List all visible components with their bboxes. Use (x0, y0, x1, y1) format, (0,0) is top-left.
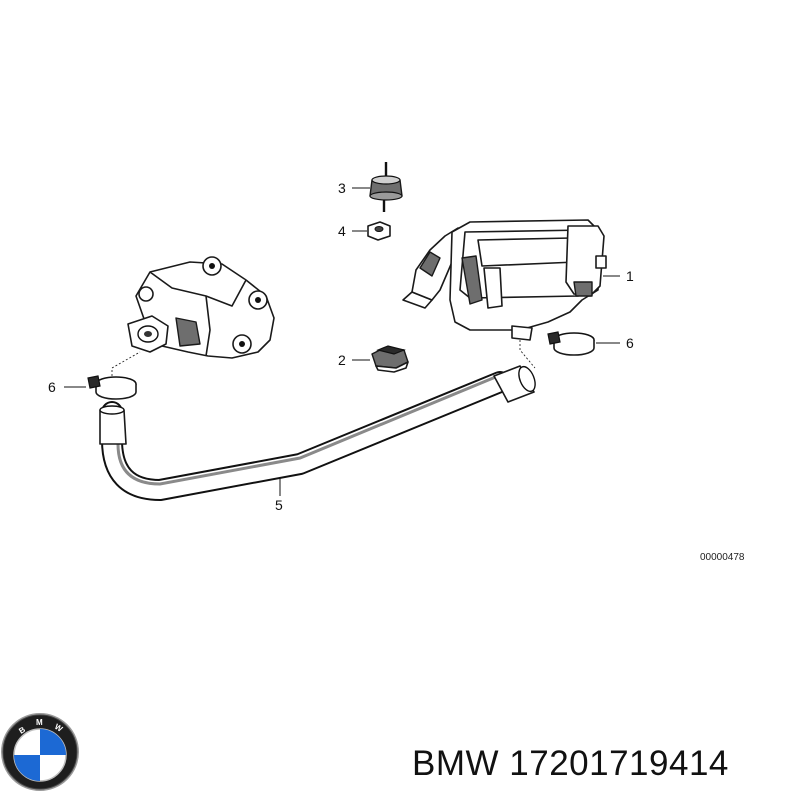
vacuum-pump (127, 256, 275, 359)
callout-4: 4 (338, 223, 346, 239)
svg-text:M: M (36, 718, 43, 727)
part-number-caption: BMW 17201719414 (412, 744, 729, 783)
callout-6b: 6 (626, 335, 634, 351)
part-4-nut (352, 221, 391, 241)
part-6-hose-clamp-right (547, 331, 620, 356)
reference-number: 00000478 (700, 552, 745, 563)
svg-text:B: B (17, 725, 27, 736)
callout-2: 2 (338, 352, 346, 368)
callout-6a: 6 (48, 379, 56, 395)
part-6-hose-clamp-left (64, 375, 137, 400)
callout-5: 5 (275, 497, 283, 513)
part-5-vacuum-hose (99, 365, 536, 501)
part-2-buffer (352, 345, 409, 373)
part-3-rubber-mount (352, 162, 403, 212)
part-1-control-box (402, 219, 620, 341)
callout-3: 3 (338, 180, 346, 196)
bmw-roundel-icon: B M W (1, 713, 79, 791)
callout-1: 1 (626, 268, 634, 284)
svg-text:W: W (53, 722, 65, 734)
